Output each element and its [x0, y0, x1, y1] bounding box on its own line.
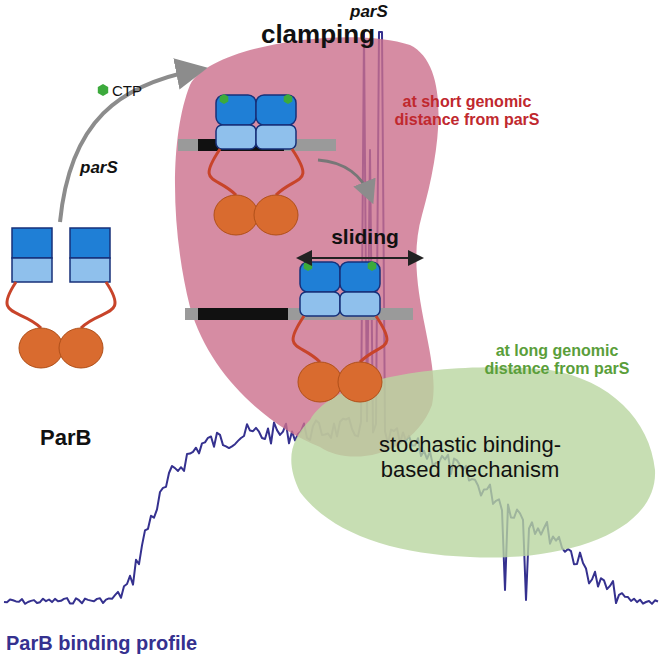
- region-text: at long genomic distance from parS: [462, 342, 652, 379]
- illustration-part: [293, 316, 320, 362]
- ctp-hexagon: [98, 84, 108, 96]
- illustration-part: [216, 125, 256, 149]
- illustration-part: [298, 362, 342, 402]
- profile-line: [4, 32, 658, 604]
- region-text: stochastic binding-based mechanism: [370, 432, 570, 483]
- step-title: clamping: [248, 20, 388, 50]
- illustration-part: [19, 328, 63, 368]
- illustration-part: [70, 228, 110, 258]
- ctp-hexagon: [368, 261, 377, 271]
- profile-title: ParB binding profile: [6, 632, 197, 655]
- region-text: sliding: [320, 225, 410, 249]
- illustration-part: [340, 292, 380, 316]
- illustration-part: [209, 149, 236, 195]
- ctp-hexagon: [284, 94, 293, 104]
- molecule-label: CTP: [112, 82, 142, 99]
- illustration-part: [214, 195, 258, 235]
- parb-dimer: [209, 94, 303, 235]
- illustration-part: [300, 262, 340, 292]
- protein-label: ParB: [40, 425, 91, 450]
- ctp-hexagon: [220, 94, 229, 104]
- transition-arrow: [318, 160, 370, 196]
- site-label: parS: [348, 2, 390, 22]
- illustration-part: [7, 282, 41, 328]
- illustration-part: [216, 95, 256, 125]
- illustration-part: [81, 282, 115, 328]
- illustration-part: [360, 316, 387, 362]
- illustration-part: [12, 228, 52, 258]
- parb-dimer: [7, 228, 115, 368]
- illustration-part: [59, 328, 103, 368]
- illustration-part: [254, 195, 298, 235]
- region-text: at short genomic distance from parS: [382, 93, 552, 130]
- illustration-part: [70, 258, 110, 282]
- binding-arrow: [60, 70, 196, 222]
- illustration-part: [256, 95, 296, 125]
- sliding-arrow: [302, 257, 418, 259]
- illustration-part: [12, 258, 52, 282]
- ctp-hexagon: [304, 261, 313, 271]
- site-label: parS: [80, 158, 118, 178]
- parb-dimer: [293, 261, 387, 402]
- illustration-part: [300, 292, 340, 316]
- illustration-part: [340, 262, 380, 292]
- pars-dna: [198, 308, 288, 320]
- illustration-part: [338, 362, 382, 402]
- illustration-part: [276, 149, 303, 195]
- illustration-part: [256, 125, 296, 149]
